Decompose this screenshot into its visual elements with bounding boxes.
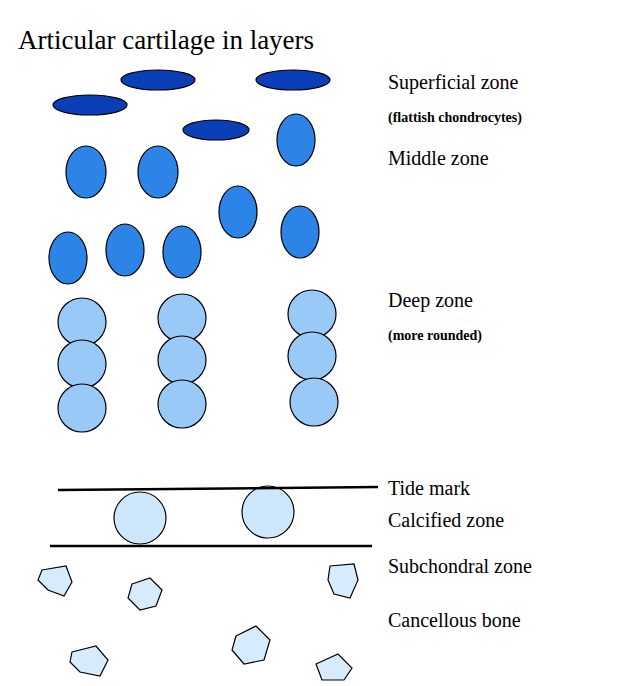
zone-note: (flattish chondrocytes) <box>388 110 522 127</box>
zone-label: Calcified zone <box>388 508 504 532</box>
zone-label: Superficial zone <box>388 70 519 94</box>
bone-fragments <box>38 564 358 680</box>
zone-label: Middle zone <box>388 146 489 170</box>
zone-label: Deep zone <box>388 288 473 312</box>
tide-mark-line <box>58 487 378 490</box>
calcified-boundary-line <box>50 545 372 548</box>
zone-label: Tide mark <box>388 476 470 500</box>
zone-note: (more rounded) <box>388 328 482 345</box>
diagram-title: Articular cartilage in layers <box>18 24 314 56</box>
zone-label: Subchondral zone <box>388 554 532 578</box>
zone-label: Cancellous bone <box>388 608 521 632</box>
calcified-chondrocytes <box>114 486 294 544</box>
deep-chondrocyte-columns <box>58 290 338 432</box>
middle-chondrocytes <box>49 114 319 284</box>
